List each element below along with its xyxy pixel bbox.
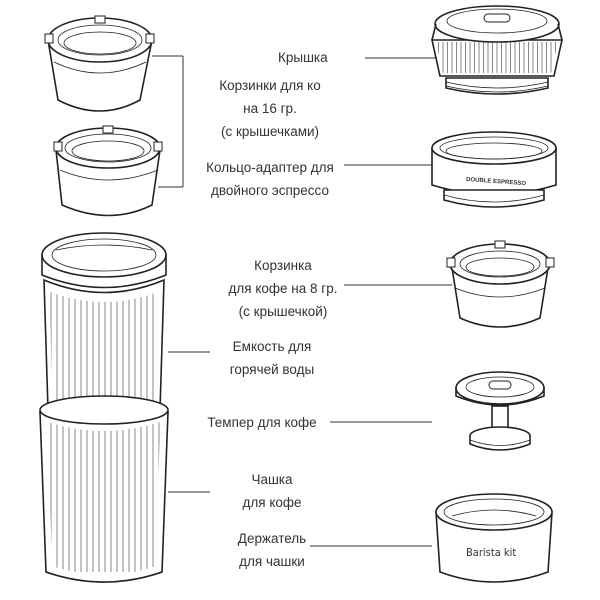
leader-lines (152, 55, 452, 547)
double-espresso-adapter-ring: DOUBLE ESPRESSO (431, 131, 557, 208)
label-basket8-line2: для кофе на 8 гр. (229, 281, 338, 296)
coffee-tamper-part (455, 371, 545, 451)
label-basket8-line3: (с крышечкой) (239, 304, 328, 319)
basket-16g-lower (53, 125, 163, 217)
label-basket16-line2: на 16 гр. (243, 101, 297, 116)
cup-holder-part: Barista kit (435, 493, 553, 583)
holder-engraving: Barista kit (466, 546, 516, 559)
label-cup-line2: для кофе (243, 495, 302, 510)
label-adapter-line1: Кольцо-адаптер для (206, 160, 334, 175)
hot-water-container (41, 232, 167, 411)
label-basket8-line1: Корзинка (254, 258, 312, 273)
lid-part (431, 5, 563, 95)
label-basket16-line3: (с крышечками) (221, 124, 319, 139)
label-cup-line1: Чашка (251, 472, 293, 487)
adapter-engraving: DOUBLE ESPRESSO (466, 177, 527, 187)
label-water-line2: горячей воды (230, 362, 314, 377)
coffee-cup (39, 395, 169, 583)
label-holder-line2: для чашки (239, 554, 305, 569)
label-tamper: Темпер для кофе (207, 415, 316, 430)
label-adapter-line2: двойного эспрессо (211, 183, 329, 198)
label-holder-line1: Держатель (238, 531, 306, 546)
label-lid: Крышка (278, 50, 328, 65)
basket-8g-part (446, 240, 555, 328)
label-water-line1: Емкость для (233, 339, 312, 354)
basket-16g-upper (44, 15, 155, 112)
label-basket16-line1: Корзинки для ко (219, 78, 321, 93)
device-assembly (39, 15, 169, 583)
